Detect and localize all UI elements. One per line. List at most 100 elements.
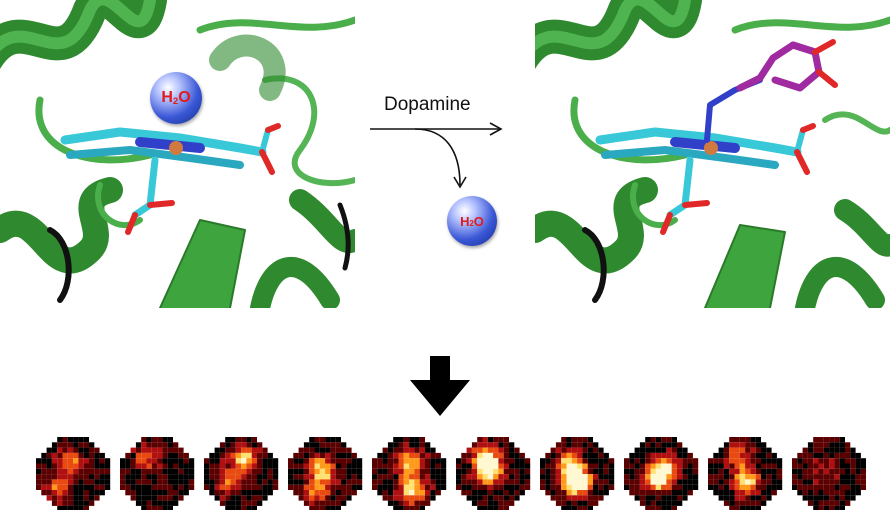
heatmap-pixel (73, 500, 79, 506)
heatmap-pixel (393, 442, 399, 448)
heatmap-pixel (241, 463, 247, 469)
heatmap-pixel (403, 500, 410, 506)
heatmap-pixel (671, 463, 677, 469)
release-arrow (414, 128, 461, 186)
heatmap-pixel (498, 468, 504, 475)
heatmap-pixel (550, 458, 556, 464)
heatmap-pixel (555, 452, 562, 459)
heatmap-pixel (498, 452, 504, 459)
heatmap-pixel (425, 490, 431, 496)
heatmap-pixel (241, 447, 247, 453)
heatmap-pixel (314, 442, 320, 448)
heatmap-pixel (577, 474, 583, 480)
heatmap-pixel (713, 463, 719, 469)
water-o-label: O (473, 213, 484, 229)
heatmap-pixel (430, 447, 436, 453)
heatmap-pixel (251, 437, 257, 443)
heatmap-pixel (262, 468, 268, 475)
heatmap-pixel (487, 452, 494, 459)
heatmap-pixel (587, 484, 593, 490)
heatmap-pixel (125, 474, 131, 480)
heatmap-pixel (162, 490, 168, 496)
heatmap-pixel (839, 474, 845, 480)
heatmap-pixel (734, 458, 740, 464)
heatmap-pixel (802, 458, 808, 464)
heatmap-pixel (603, 490, 609, 496)
heatmap-pixel (62, 490, 68, 496)
water-subscript: 2 (469, 219, 474, 229)
heatmap-pixel (309, 437, 315, 443)
heatmap-pixel (661, 458, 667, 464)
heatmap-pixel (797, 458, 803, 464)
heatmap-pixel (608, 468, 615, 475)
heatmap-pixel (94, 458, 100, 464)
heatmap-5 (372, 437, 447, 510)
heatmap-pixel (94, 447, 100, 453)
heatmap-pixel (734, 495, 740, 501)
heatmap-pixel (335, 495, 341, 501)
heatmap-pixel (776, 468, 783, 475)
heatmap-pixel (94, 463, 100, 469)
heatmap-pixel (771, 468, 777, 475)
heatmap-pixel (829, 479, 835, 485)
heatmap-pixel (135, 490, 142, 496)
dopamine-ligand (704, 39, 838, 143)
heatmap-pixel (78, 484, 84, 490)
heatmap-pixel (251, 490, 257, 496)
heatmap-pixel (850, 495, 856, 501)
heatmap-pixel (346, 452, 352, 459)
heatmap-pixel (409, 495, 415, 501)
heatmap-pixel (750, 484, 756, 490)
heatmap-pixel (797, 490, 803, 496)
heatmap-pixel (135, 447, 142, 453)
heatmap-pixel (855, 463, 861, 469)
heatmap-pixel (246, 500, 252, 506)
heatmap-pixel (739, 447, 746, 453)
heatmap-pixel (729, 468, 735, 475)
heatmap-pixel (509, 447, 515, 453)
heatmap-pixel (834, 447, 840, 453)
heatmap-pixel (729, 505, 735, 510)
heatmap-pixel (440, 458, 447, 464)
heatmap-pixel (262, 458, 268, 464)
heatmap-pixel (382, 447, 388, 453)
heatmap-pixel (157, 442, 163, 448)
heatmap-pixel (839, 495, 845, 501)
heatmap-pixel (241, 490, 247, 496)
heatmap-pixel (461, 484, 467, 490)
heatmap-pixel (303, 447, 310, 453)
heatmap-pixel (729, 474, 735, 480)
heatmap-pixel (582, 468, 588, 475)
heatmap-pixel (51, 474, 58, 480)
heatmap-pixel (802, 468, 808, 475)
heatmap-pixel (829, 452, 835, 459)
heatmap-pixel (593, 484, 599, 490)
heatmap-pixel (755, 463, 761, 469)
heatmap-pixel (598, 458, 604, 464)
heatmap-pixel (414, 490, 420, 496)
heatmap-pixel (655, 463, 662, 469)
heatmap-pixel (745, 442, 751, 448)
heatmap-pixel (78, 437, 84, 443)
heatmap-pixel (257, 442, 263, 448)
heatmap-pixel (493, 495, 499, 501)
heatmap-pixel (303, 474, 310, 480)
heatmap-pixel (792, 474, 798, 480)
heatmap-pixel (718, 474, 724, 480)
heatmap-pixel (461, 474, 467, 480)
heatmap-pixel (335, 474, 341, 480)
heatmap-pixel (519, 468, 525, 475)
heatmap-pixel (545, 490, 551, 496)
heatmap-pixel (262, 463, 268, 469)
heatmap-pixel (293, 452, 299, 459)
heatmap-pixel (829, 463, 835, 469)
heatmap-pixel (41, 479, 47, 485)
heatmap-pixel (387, 442, 394, 448)
heatmap-pixel (729, 442, 735, 448)
heatmap-pixel (456, 484, 462, 490)
heatmap-pixel (178, 495, 184, 501)
heatmap-pixel (251, 484, 257, 490)
heatmap-pixel (718, 490, 724, 496)
heatmap-pixel (188, 458, 195, 464)
heatmap-pixel (839, 452, 845, 459)
